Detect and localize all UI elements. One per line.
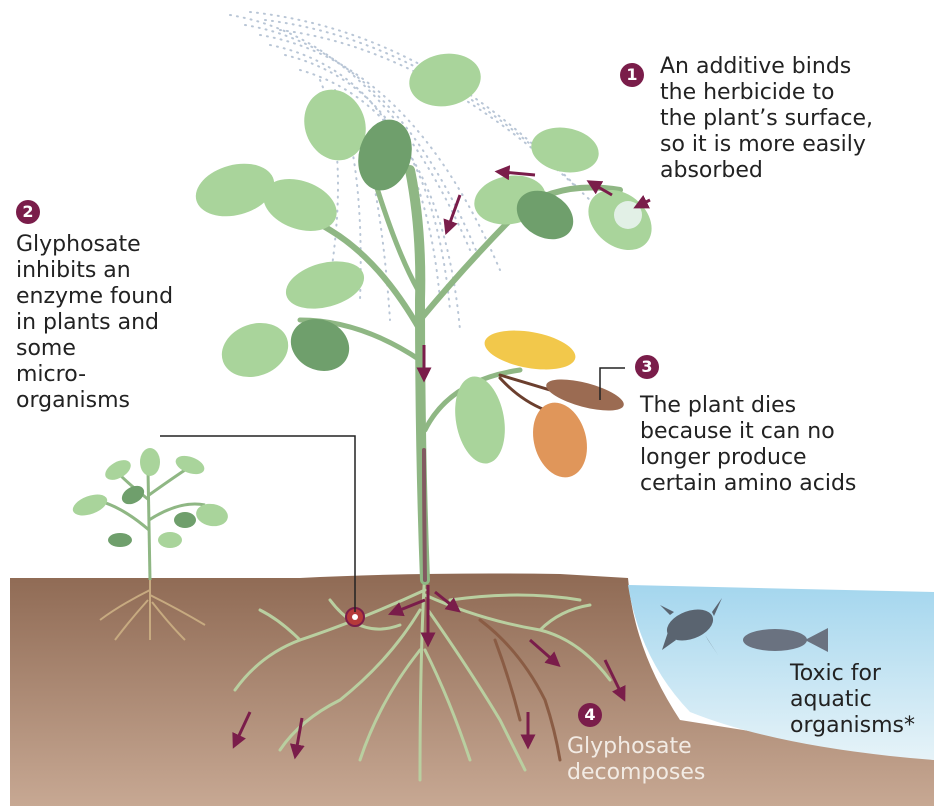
step-1-text: An additive binds the herbicide to the p… [660, 54, 920, 184]
step-1-badge: 1 [620, 63, 644, 87]
step-4-badge: 4 [578, 703, 602, 727]
step-3-text: The plant dies because it can no longer … [640, 393, 920, 497]
aquatic-toxicity-text: Toxic for aquatic organisms* [790, 661, 930, 739]
step-4-text: Glyphosate decomposes [567, 734, 747, 786]
leaves [190, 48, 664, 483]
step-2-text: Glyphosate inhibits an enzyme found in p… [16, 232, 216, 414]
step-3-badge: 3 [635, 355, 659, 379]
step-2-badge: 2 [16, 200, 40, 224]
